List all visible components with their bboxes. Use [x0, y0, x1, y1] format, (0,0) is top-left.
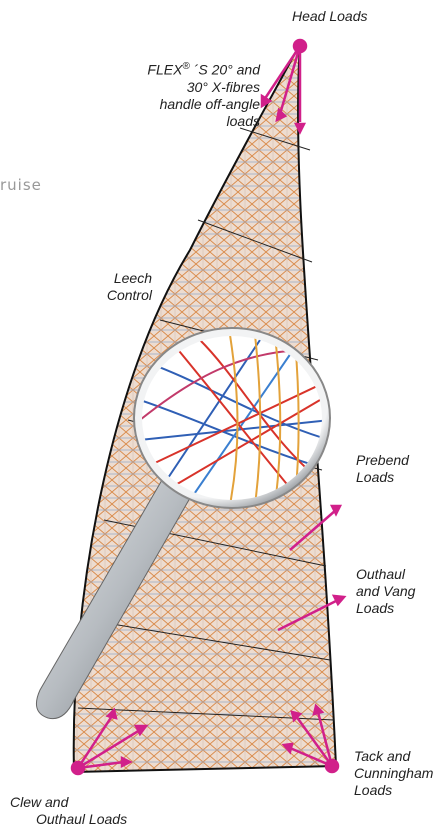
tack-cunningham-loads-label: Tack and Cunningham Loads — [354, 748, 433, 799]
brand-text: ruise — [0, 176, 42, 194]
outhaul-vang-loads-label: Outhaul and Vang Loads — [356, 566, 415, 617]
clew-outhaul-loads-label: Clew and Outhaul Loads — [10, 794, 127, 828]
head-loads-label: Head Loads — [292, 8, 368, 25]
flex-fibres-label: FLEX® ´S 20° and 30° X-fibres handle off… — [100, 58, 260, 130]
magnifier-lens — [134, 328, 330, 508]
prebend-loads-label: Prebend Loads — [356, 452, 409, 486]
leech-control-label: Leech Control — [80, 270, 152, 304]
